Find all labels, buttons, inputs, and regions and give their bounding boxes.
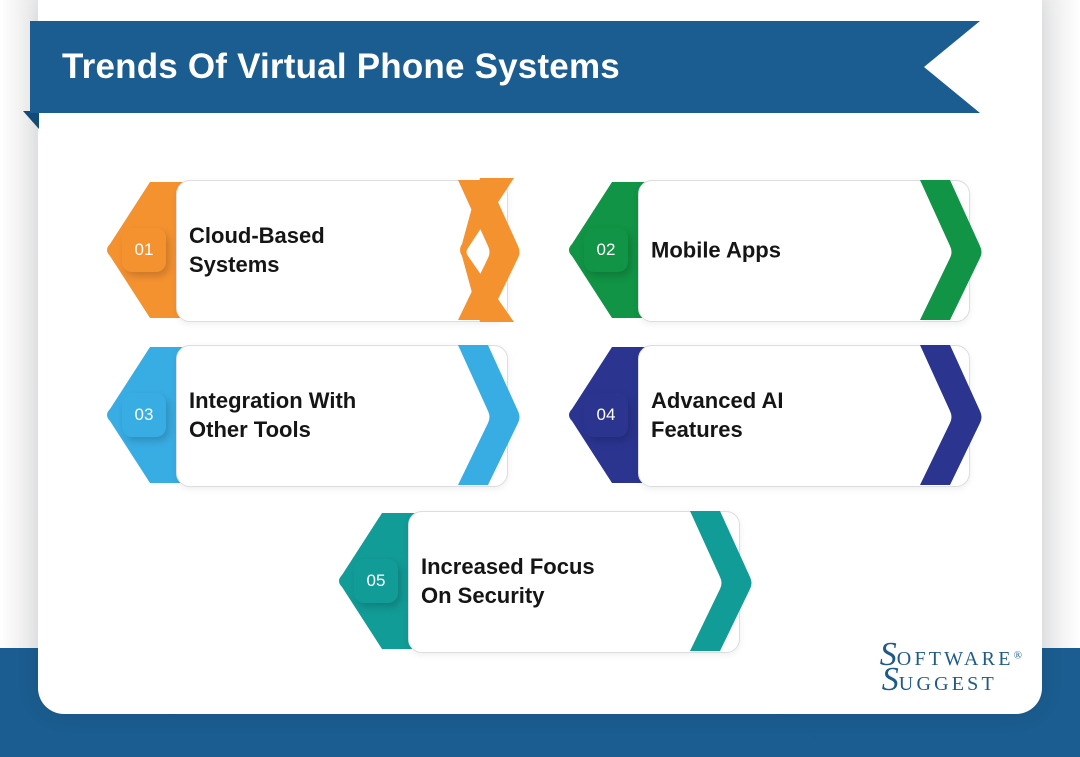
ribbon-fold-tail xyxy=(23,111,39,129)
logo-line1-text: oftware xyxy=(896,648,1014,671)
step-label: Integration With Other Tools xyxy=(189,387,357,442)
softwaresuggest-logo: Software® Suggest xyxy=(879,636,1022,698)
step-label: Increased Focus On Security xyxy=(421,553,595,608)
step-label: Mobile Apps xyxy=(651,237,781,263)
chevron-right-outline-icon xyxy=(690,511,752,651)
chevron-right-outline-icon xyxy=(920,345,982,485)
page-right-edge-strip xyxy=(1040,0,1080,757)
card-surface xyxy=(638,345,970,487)
step-card-05[interactable]: 05 Increased Focus On Security xyxy=(336,507,754,655)
chevron-right-outline-icon xyxy=(458,178,520,322)
logo-line2-text: uggest xyxy=(898,672,997,695)
step-card-04[interactable]: 04 Advanced AI Features xyxy=(566,341,984,489)
step-label: Advanced AI Features xyxy=(651,387,784,442)
page-title: Trends Of Virtual Phone Systems xyxy=(62,47,620,86)
step-number-badge: 03 xyxy=(122,393,166,437)
ribbon-body xyxy=(30,21,980,113)
logo-line-1: Software® xyxy=(879,636,1022,674)
chevron-right-outline-icon xyxy=(458,345,520,485)
step-number-badge: 02 xyxy=(584,228,628,272)
step-label: Cloud-Based Systems xyxy=(189,222,325,277)
card-surface xyxy=(638,180,970,322)
step-card-02[interactable]: 02 Mobile Apps xyxy=(566,176,984,324)
registered-trademark-icon: ® xyxy=(1013,650,1022,663)
step-card-01[interactable]: 01 Cloud-Based Systems xyxy=(104,176,522,324)
step-number-badge: 01 xyxy=(122,228,166,272)
step-number-badge: 04 xyxy=(584,393,628,437)
ribbon-notch-icon xyxy=(924,21,980,113)
card-surface xyxy=(408,511,740,653)
chevron-right-outline-icon xyxy=(920,180,982,320)
logo-line2-capital: S xyxy=(881,660,899,698)
step-number-badge: 05 xyxy=(354,559,398,603)
step-card-03[interactable]: 03 Integration With Other Tools xyxy=(104,341,522,489)
logo-line1-capital: S xyxy=(879,636,897,674)
header-ribbon: Trends Of Virtual Phone Systems xyxy=(0,21,980,129)
card-surface xyxy=(176,180,508,322)
logo-line-2: Suggest xyxy=(881,660,1022,698)
